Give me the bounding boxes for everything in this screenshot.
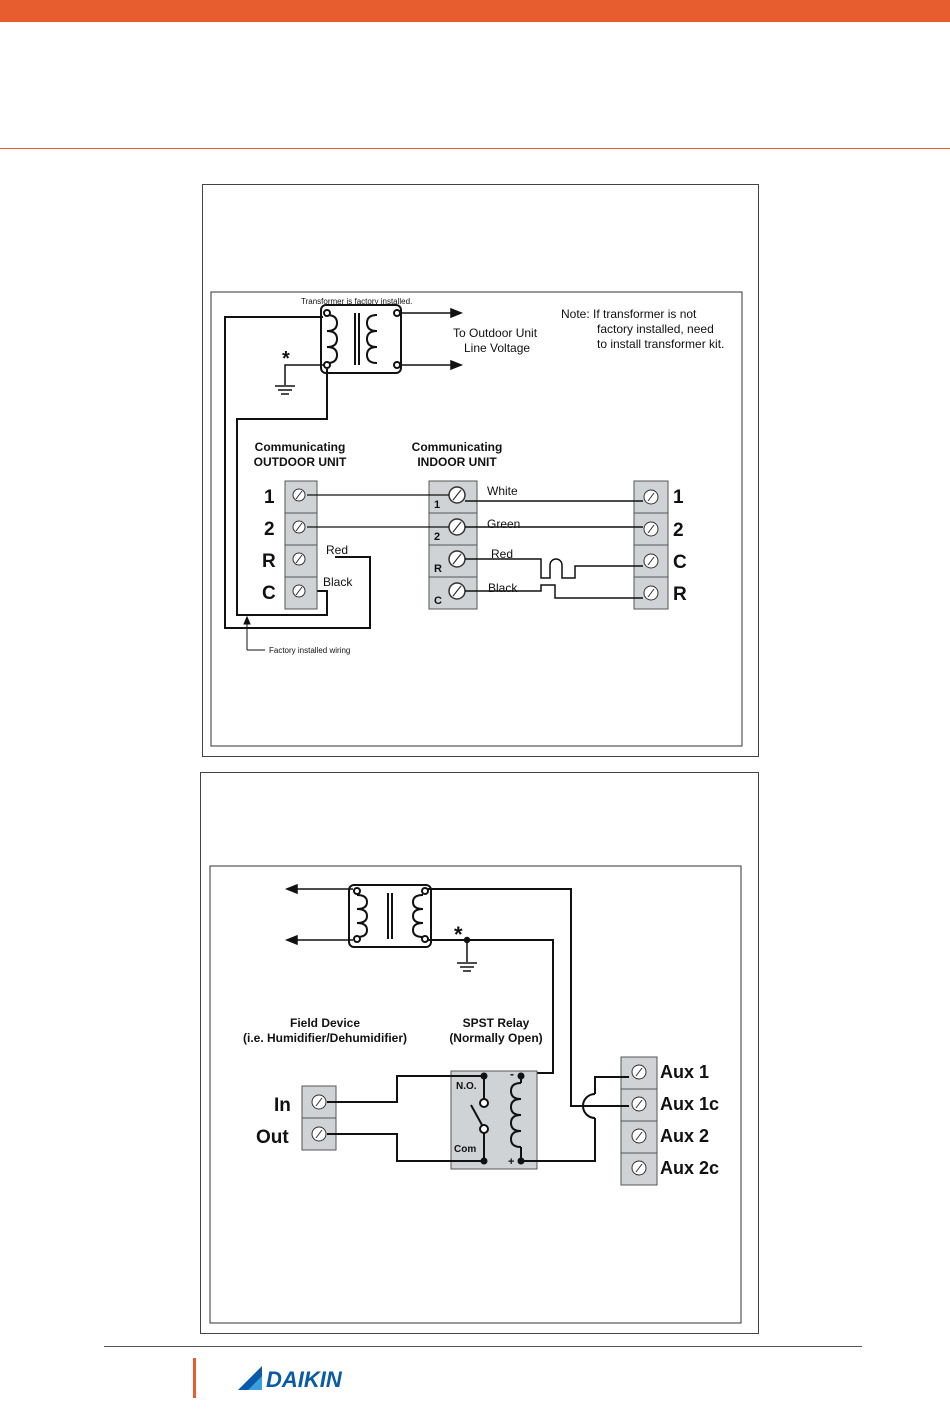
diagram-inner-border: [210, 291, 743, 747]
outdoor-terminal-label: C: [262, 583, 276, 604]
outdoor-unit-title-2: OUTDOOR UNIT: [254, 455, 347, 469]
relay-minus-label: -: [510, 1067, 514, 1081]
line-voltage-arrows: [400, 307, 464, 371]
outdoor-terminal-label: R: [262, 551, 276, 572]
aux-terminal-label: Aux 1c: [660, 1094, 719, 1114]
aux-terminal-label: Aux 1: [660, 1062, 709, 1082]
footer-accent-bar: [193, 1358, 196, 1398]
footer-divider: [104, 1346, 862, 1347]
factory-wiring-label: Factory installed wiring: [269, 646, 350, 655]
indoor-terminal-label: R: [434, 563, 442, 575]
indoor-unit-title-2: INDOOR UNIT: [417, 455, 497, 469]
field-device-title-2: (i.e. Humidifier/Dehumidifier): [243, 1031, 407, 1045]
outdoor-terminal-block: [284, 480, 318, 610]
indoor-terminal-label: 2: [434, 531, 440, 543]
relay-no-label: N.O.: [456, 1081, 477, 1092]
aux-terminal-block: [620, 1056, 658, 1186]
aux-terminal-label: Aux 2: [660, 1126, 709, 1146]
field-device-title-1: Field Device: [290, 1016, 360, 1030]
ground-marker: *: [454, 922, 463, 947]
header-accent-bar: [0, 0, 950, 22]
outdoor-unit-title-1: Communicating: [255, 440, 346, 454]
header-divider: [0, 148, 950, 149]
wiring-diagram-aux-relay: * Field Device (i.e. Humidifier/Dehumidi…: [200, 772, 759, 1334]
thermostat-terminal-label: C: [673, 552, 687, 573]
line-voltage-arrows: [284, 883, 353, 946]
factory-wiring-pointer: [243, 615, 265, 651]
wiring-diagram-1-svg: Transformer is factory installed. To Out…: [210, 291, 743, 747]
outdoor-wire-label: Black: [323, 575, 353, 589]
outdoor-terminal-label: 1: [264, 487, 275, 508]
outdoor-wire-label: Red: [326, 543, 348, 557]
indoor-terminal-label: 1: [434, 499, 440, 511]
transformer-icon: [320, 304, 402, 374]
transformer-secondary-wires: [224, 316, 371, 629]
field-terminal-label: Out: [256, 1127, 289, 1148]
ground-symbol-icon: [275, 364, 325, 395]
indoor-terminal-label: C: [434, 595, 442, 607]
indoor-thermostat-wires: [465, 500, 643, 599]
relay-plus-label: +: [508, 1156, 514, 1168]
indoor-terminal-block: [428, 480, 478, 610]
indoor-wire-label: Black: [488, 581, 518, 595]
outdoor-indoor-wires: [307, 494, 449, 528]
thermostat-terminal-block: [633, 480, 669, 610]
indoor-wire-label: White: [487, 484, 518, 498]
relay-title-1: SPST Relay: [463, 1016, 530, 1030]
daikin-logo-svg: DAIKIN: [238, 1366, 343, 1392]
diagram-inner-border: [209, 865, 742, 1324]
ground-symbol-icon: [457, 936, 477, 972]
relay-com-label: Com: [454, 1144, 476, 1155]
thermostat-terminal-label: 2: [673, 520, 684, 541]
thermostat-terminal-label: R: [673, 584, 687, 605]
indoor-wire-label: Red: [491, 547, 513, 561]
outdoor-voltage-label-2: Line Voltage: [464, 341, 530, 355]
transformer-note: Transformer is factory installed.: [301, 297, 412, 306]
wiring-diagram-communicating: Transformer is factory installed. To Out…: [202, 184, 759, 757]
daikin-logo-text: DAIKIN: [266, 1367, 343, 1392]
indoor-unit-title-1: Communicating: [412, 440, 503, 454]
outdoor-voltage-label-1: To Outdoor Unit: [453, 326, 538, 340]
note-line-3: to install transformer kit.: [597, 337, 724, 351]
aux-terminal-label: Aux 2c: [660, 1158, 719, 1178]
wiring-diagram-2-svg: * Field Device (i.e. Humidifier/Dehumidi…: [209, 865, 742, 1324]
field-terminal-label: In: [274, 1095, 291, 1116]
outdoor-terminal-label: 2: [264, 519, 275, 540]
indoor-wire-label: Green: [487, 517, 520, 531]
transformer-icon: [348, 884, 432, 948]
relay-title-2: (Normally Open): [449, 1031, 542, 1045]
relay-aux-wires: [521, 1076, 629, 1162]
spst-relay-icon: [450, 1070, 538, 1170]
note-line-2: factory installed, need: [597, 322, 714, 336]
field-relay-wires: [327, 1075, 484, 1162]
note-line-1: Note: If transformer is not: [561, 307, 697, 321]
ground-marker: *: [282, 348, 290, 370]
thermostat-terminal-label: 1: [673, 487, 684, 508]
field-device-terminal-block: [301, 1085, 337, 1151]
